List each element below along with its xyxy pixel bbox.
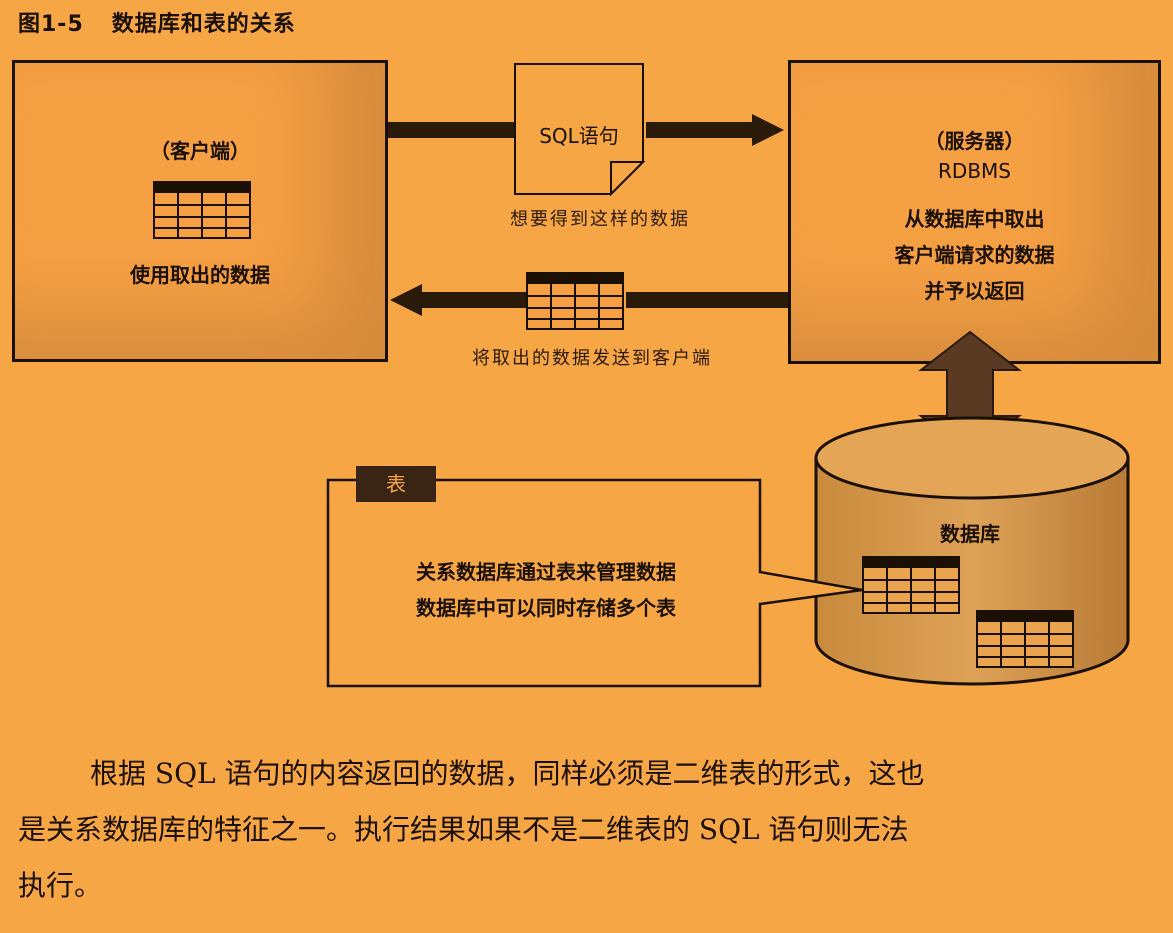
database-table-icon: [862, 556, 960, 614]
database-label: 数据库: [940, 522, 1000, 546]
client-description: 使用取出的数据: [130, 263, 270, 287]
server-desc-line2: 客户端请求的数据: [894, 243, 1055, 267]
client-label: （客户端）: [150, 139, 250, 163]
table-note-callout: [326, 478, 863, 688]
figure-number: 图1-5: [18, 12, 84, 37]
paragraph-line1: 根据 SQL 语句的内容返回的数据，同样必须是二维表的形式，这也: [90, 757, 925, 790]
figure-title-text: 数据库和表的关系: [111, 12, 296, 37]
sql-document-label: SQL语句: [539, 124, 619, 148]
client-table-icon: [153, 181, 251, 239]
server-rdbms: RDBMS: [938, 159, 1011, 183]
paragraph-line2: 是关系数据库的特征之一。执行结果如果不是二维表的 SQL 语句则无法: [18, 813, 909, 846]
server-desc-line3: 并予以返回: [924, 279, 1025, 303]
table-note-line2: 数据库中可以同时存储多个表: [416, 596, 676, 620]
database-table-icon: [976, 610, 1074, 668]
response-caption: 将取出的数据发送到客户端: [472, 348, 712, 369]
table-note-line1: 关系数据库通过表来管理数据: [416, 560, 676, 584]
server-label: （服务器）: [924, 129, 1025, 153]
server-desc-line1: 从数据库中取出: [904, 207, 1045, 231]
request-caption: 想要得到这样的数据: [510, 209, 690, 230]
returned-table-icon: [526, 272, 624, 330]
sql-document-icon: [514, 63, 646, 197]
request-arrow: [388, 114, 784, 146]
client-box: （客户端） 使用取出的数据: [12, 60, 388, 362]
paragraph-line3: 执行。: [18, 869, 103, 902]
response-arrow: [390, 284, 788, 316]
table-note-tag: 表: [356, 466, 436, 502]
figure-title: 图1-5 数据库和表的关系: [18, 6, 296, 38]
server-box: （服务器） RDBMS 从数据库中取出 客户端请求的数据 并予以返回: [788, 60, 1161, 364]
